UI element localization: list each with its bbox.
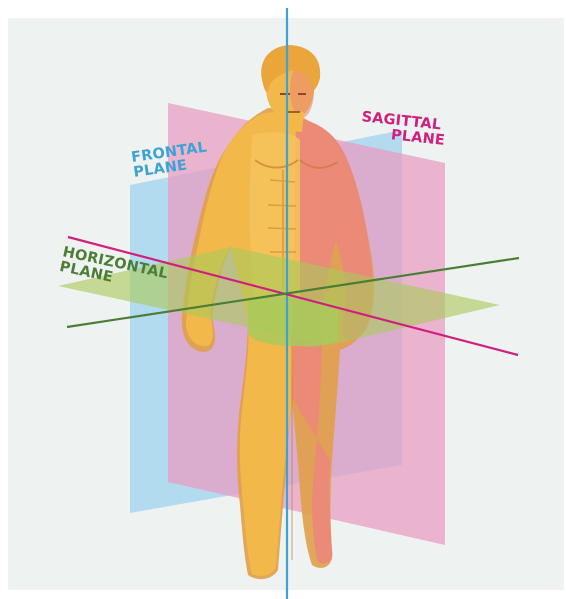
anatomical-planes-diagram: FRONTAL PLANE SAGITTAL PLANE HORIZONTAL … [0,0,566,599]
